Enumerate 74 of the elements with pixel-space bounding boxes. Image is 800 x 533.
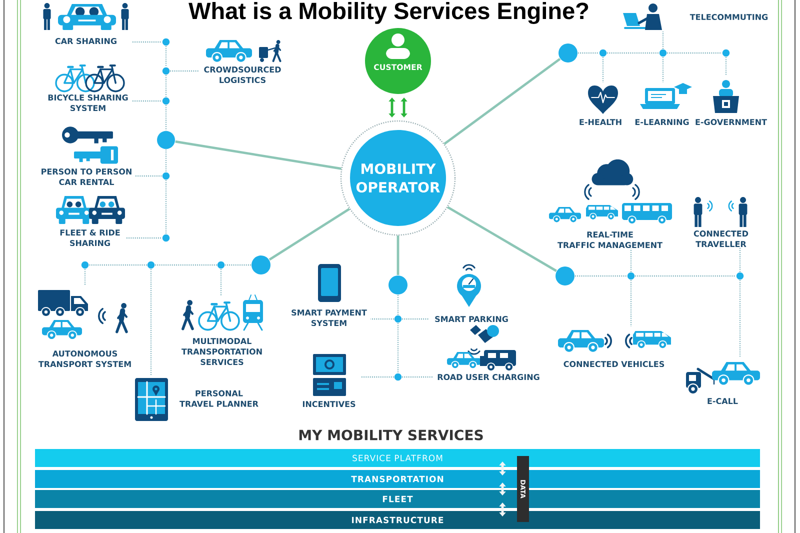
connector-line [175, 140, 342, 170]
title: What is a Mobility Services Engine? [188, 2, 588, 24]
dotted-line [360, 376, 394, 378]
service-item: E-GOVERNMENT [696, 119, 767, 126]
service-item: INCENTIVES [302, 401, 356, 408]
service-item: BICYCLE SHARING SYSTEM [48, 94, 128, 112]
hub-circle [157, 131, 175, 149]
junction-dot [81, 261, 89, 269]
connector-line [396, 236, 400, 275]
service-item: ROAD USER CHARGING [438, 374, 540, 380]
service-item: E-LEARNING [635, 119, 689, 126]
junction-dot [217, 261, 225, 269]
dotted-line [578, 52, 600, 54]
arrow [499, 482, 506, 496]
dotted-line [150, 268, 152, 376]
service-item: CROWDSOURCED LOGISTICS [204, 66, 281, 84]
service-item: AUTONOMOUS TRANSPORT SYSTEM [38, 350, 131, 368]
dotted-line [630, 280, 632, 327]
junction-dot [627, 272, 635, 280]
section-heading: MY MOBILITY SERVICES [299, 430, 483, 440]
hub-circle [558, 44, 578, 62]
dotted-line [606, 52, 660, 54]
dotted-line [170, 70, 200, 72]
junction-dot [394, 315, 402, 323]
connector-line [444, 58, 561, 145]
dotted-line [662, 31, 664, 50]
junction-dot [147, 261, 155, 269]
dotted-line [662, 56, 664, 83]
hub-circle [388, 276, 408, 294]
service-item: SMART PARKING [435, 316, 508, 322]
junction-dot [162, 172, 170, 180]
service-item: E-HEALTH [580, 119, 622, 125]
arrow [400, 98, 408, 118]
hub-circle [556, 266, 574, 286]
dotted-line [402, 376, 433, 378]
service-item: MULTIMODAL TRANSPORTATION SERVICES [182, 338, 262, 366]
service-item: PERSON TO PERSON CAR RENTAL [42, 168, 132, 186]
junction-dot [162, 38, 170, 46]
service-item: FLEET & RIDE SHARING [60, 230, 120, 246]
junction-dot [162, 97, 170, 105]
dotted-line [224, 264, 252, 266]
arrow [499, 502, 506, 516]
service-item: CONNECTED VEHICLES [564, 361, 664, 368]
junction-dot [659, 49, 667, 57]
junction-dot [736, 272, 744, 280]
service-item: CAR SHARING [55, 38, 116, 44]
dotted-line [132, 100, 162, 102]
layer-band: INFRASTRUCTURE [35, 511, 760, 529]
hub-circle [252, 256, 270, 274]
dotted-line [630, 248, 632, 272]
dotted-line [666, 52, 722, 54]
service-item: TELECOMMUTING [690, 14, 768, 20]
layer-band: SERVICE PLATFROM [35, 449, 760, 467]
service-item: REAL-TIME TRAFFIC MANAGEMENT [558, 232, 662, 248]
dotted-line [602, 56, 604, 83]
arrow [499, 462, 506, 476]
dotted-line [402, 318, 429, 320]
junction-dot [599, 49, 607, 57]
dotted-line [220, 268, 222, 296]
junction-dot [162, 67, 170, 75]
service-item: SMART PAYMENT SYSTEM [292, 310, 367, 326]
service-item: CONNECTED TRAVELLER [694, 230, 748, 247]
connector-line [268, 208, 350, 261]
service-item: E-CALL [708, 398, 738, 404]
dotted-line [88, 264, 148, 266]
service-item: PERSONAL TRAVEL PLANNER [180, 390, 258, 407]
connector-line [446, 206, 557, 272]
dotted-line [370, 318, 394, 320]
arrow [388, 98, 396, 118]
dotted-line [84, 268, 86, 286]
junction-dot [162, 234, 170, 242]
dotted-line [154, 264, 218, 266]
junction-dot [722, 49, 730, 57]
junction-dot [394, 373, 402, 381]
